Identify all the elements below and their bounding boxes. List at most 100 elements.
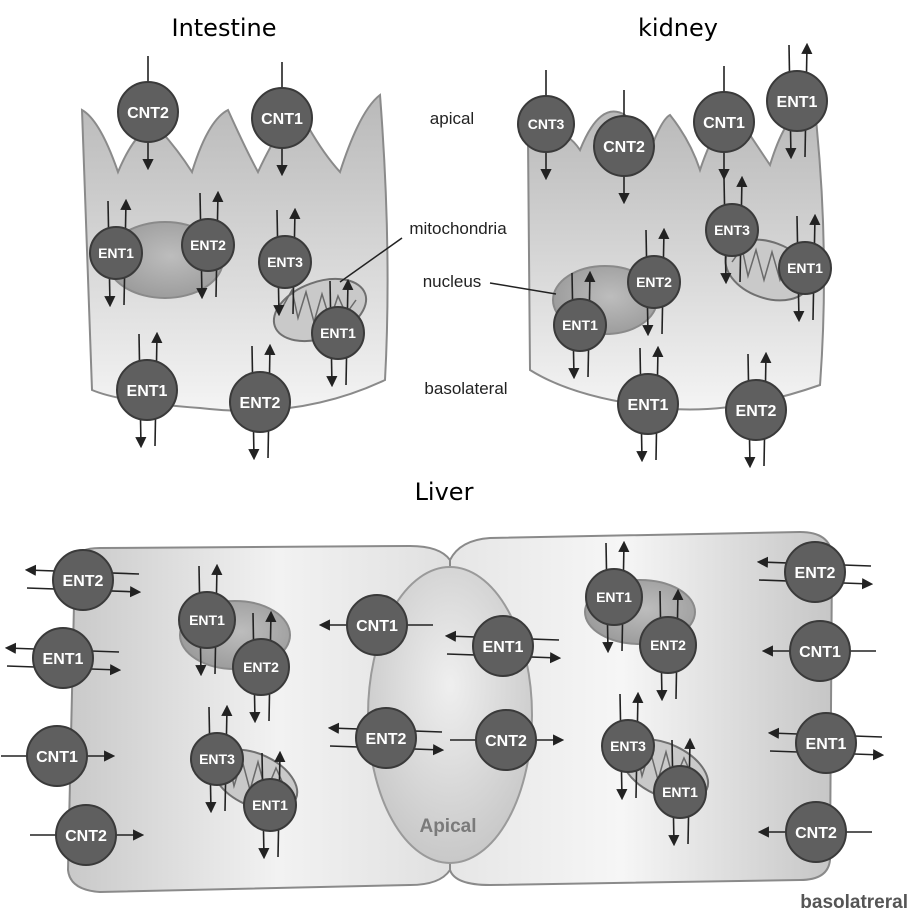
liver-basolateral-label: basolatreral [800, 892, 908, 913]
transporter-label: ENT3 [714, 222, 750, 238]
transporter-circle [346, 594, 408, 656]
transporter-circle [593, 115, 655, 177]
kidney-transporter: ENT1 [617, 345, 679, 463]
intestine-transporter: CNT2 [117, 56, 179, 171]
transporter-circle [190, 732, 244, 786]
kidney-transporter: ENT2 [627, 227, 681, 337]
transporter-label: CNT2 [127, 105, 169, 122]
transporter-label: ENT2 [650, 637, 686, 653]
liver-apical-label: Apical [419, 816, 476, 837]
transporter-label: CNT1 [36, 749, 78, 766]
transporter-circle [553, 298, 607, 352]
liver-right-cell [449, 530, 834, 887]
kidney-transporter: ENT1 [766, 42, 828, 160]
transporter-circle [789, 620, 851, 682]
transporter-label: ENT3 [199, 751, 235, 767]
liver-transporter: ENT3 [601, 691, 655, 801]
transporter-circle [181, 218, 235, 272]
liver-transporter: ENT1 [653, 737, 707, 847]
transporter-circle [705, 203, 759, 257]
intestine-transporter: ENT1 [116, 331, 178, 449]
liver-transporter: CNT1 [761, 620, 876, 682]
intestine-transporter: ENT3 [258, 207, 312, 317]
transporter-label: ENT2 [63, 573, 104, 590]
transporter-circle [355, 707, 417, 769]
transporter-label: CNT2 [485, 733, 527, 750]
mitochondria-label: mitochondria [409, 219, 507, 238]
transporter-circle [472, 615, 534, 677]
transporter-label: ENT1 [806, 736, 847, 753]
transporter-label: CNT1 [261, 111, 303, 128]
kidney-transporter: ENT1 [553, 270, 607, 380]
kidney-transporter: CNT3 [517, 70, 575, 181]
transporter-circle [52, 549, 114, 611]
transporter-circle [32, 627, 94, 689]
transporter-label: ENT1 [787, 260, 823, 276]
transporter-label: CNT1 [799, 644, 841, 661]
liver-transporter: CNT1 [318, 594, 433, 656]
transporter-label: CNT1 [703, 115, 745, 132]
transporter-circle [784, 541, 846, 603]
intestine-transporter: CNT1 [251, 62, 313, 177]
kidney-transporter: CNT1 [693, 66, 755, 181]
liver-transporter: ENT1 [444, 615, 562, 677]
transporter-label: ENT1 [320, 325, 356, 341]
transporter-label: ENT1 [127, 383, 168, 400]
intestine-transporter: ENT2 [229, 343, 291, 461]
transporter-label: ENT1 [189, 612, 225, 628]
transporter-circle [311, 306, 365, 360]
transporter-circle [475, 709, 537, 771]
transporter-label: ENT3 [610, 738, 646, 754]
apical-label: apical [430, 109, 474, 128]
transporter-circle [117, 81, 179, 143]
transporter-circle [89, 226, 143, 280]
transporter-circle [778, 241, 832, 295]
liver-transporter: ENT2 [24, 549, 142, 611]
transporter-circle [229, 371, 291, 433]
transporter-circle [517, 95, 575, 153]
transporter-label: ENT1 [483, 639, 524, 656]
kidney-transporter: ENT3 [705, 175, 759, 285]
liver-title: Liver [415, 478, 474, 506]
liver-transporter: ENT1 [585, 540, 643, 654]
transporter-label: ENT1 [252, 797, 288, 813]
liver-transporter: ENT2 [639, 588, 697, 702]
liver-transporter: CNT2 [450, 709, 565, 771]
transporter-label: CNT1 [356, 618, 398, 635]
transporter-label: ENT1 [628, 397, 669, 414]
transporter-label: ENT1 [662, 784, 698, 800]
transporter-label: ENT2 [240, 395, 281, 412]
liver-transporter: CNT1 [1, 725, 116, 787]
transporter-label: ENT2 [636, 274, 672, 290]
transporter-label: CNT3 [528, 116, 565, 132]
transporter-circle [601, 719, 655, 773]
liver-transporter: ENT1 [243, 750, 297, 860]
transporter-circle [116, 359, 178, 421]
liver-transporter: ENT1 [767, 712, 885, 774]
mitochondria-leader [339, 237, 403, 283]
kidney-transporter: ENT2 [725, 351, 787, 469]
liver-cells [66, 530, 834, 894]
transporter-label: ENT2 [190, 237, 226, 253]
transporter-label: ENT3 [267, 254, 303, 270]
transporter-circle [243, 778, 297, 832]
transporter-label: ENT1 [596, 589, 632, 605]
transporter-circle [585, 568, 643, 626]
transporter-circle [653, 765, 707, 819]
transporter-label: ENT1 [562, 317, 598, 333]
transporter-circle [251, 87, 313, 149]
nucleus-label: nucleus [423, 272, 482, 291]
transporter-label: CNT2 [795, 825, 837, 842]
transporter-circle [795, 712, 857, 774]
transporter-circle [785, 801, 847, 863]
intestine-transporter: ENT1 [89, 198, 143, 308]
transporter-label: ENT2 [366, 731, 407, 748]
transporter-label: CNT2 [65, 828, 107, 845]
transporter-circle [725, 379, 787, 441]
transporter-circle [258, 235, 312, 289]
transporter-circle [693, 91, 755, 153]
transporter-label: ENT2 [243, 659, 279, 675]
